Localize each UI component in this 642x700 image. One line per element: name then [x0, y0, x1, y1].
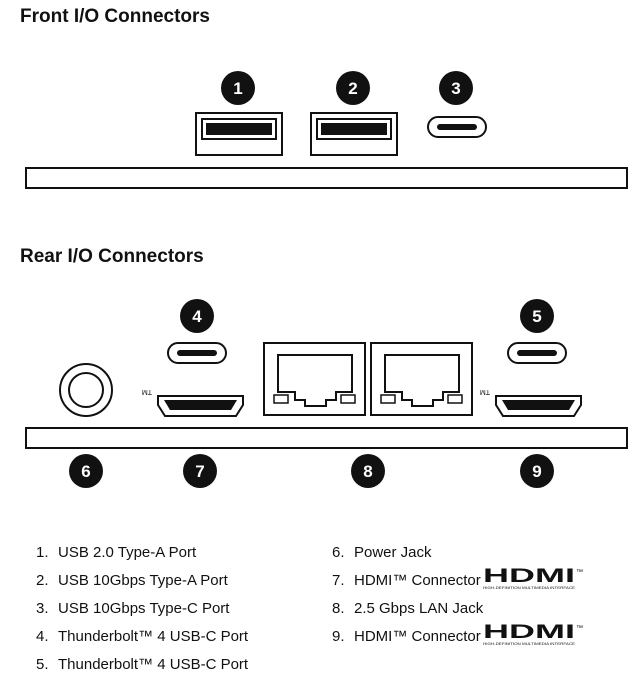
- badge-2: 2: [336, 71, 370, 105]
- front-panel-group: 1 2 3: [25, 71, 628, 189]
- svg-text:HDMI: HDMI: [483, 623, 575, 643]
- svg-text:1: 1: [233, 79, 242, 98]
- tm-mark: TM: [480, 388, 490, 395]
- legend-label: 2.5 Gbps LAN Jack: [354, 600, 484, 617]
- io-diagram: 1 2 3: [25, 71, 628, 488]
- legend-label: Thunderbolt™ 4 USB-C Port: [58, 628, 249, 645]
- legend-label: HDMI™ Connector: [354, 572, 481, 589]
- legend-label: USB 10Gbps Type-A Port: [58, 572, 228, 589]
- tm-mark: TM: [142, 388, 152, 395]
- rear-panel-bar: [25, 427, 628, 449]
- svg-text:HIGH-DEFINITION MULTIMEDIA INT: HIGH-DEFINITION MULTIMEDIA INTERFACE: [483, 641, 575, 646]
- svg-text:™: ™: [576, 569, 583, 576]
- legend-number: 9.: [332, 628, 345, 645]
- badge-3: 3: [439, 71, 473, 105]
- usb-c-port-icon: [427, 116, 487, 138]
- legend-item: 6. Power Jack: [332, 539, 585, 567]
- badge-6: 6: [69, 454, 103, 488]
- lan-jack-icon: [370, 342, 473, 416]
- legend-number: 5.: [36, 656, 49, 673]
- legend-number: 3.: [36, 600, 49, 617]
- badge-8: 8: [351, 454, 385, 488]
- hdmi-logo-icon: HDMI ™ HIGH-DEFINITION MULTIMEDIA INTERF…: [483, 623, 583, 646]
- svg-text:3: 3: [451, 79, 460, 98]
- svg-text:6: 6: [81, 462, 90, 481]
- svg-text:5: 5: [532, 307, 541, 326]
- svg-text:7: 7: [195, 462, 204, 481]
- legend-label: USB 2.0 Type-A Port: [58, 544, 197, 561]
- legend-item: 3. USB 10Gbps Type-C Port: [36, 595, 248, 623]
- thunderbolt-port-icon: [507, 342, 567, 364]
- power-jack-icon: [59, 363, 113, 417]
- legend-item: 8. 2.5 Gbps LAN Jack: [332, 595, 585, 623]
- badge-5: 5: [520, 299, 554, 333]
- hdmi-port-icon: TM: [142, 388, 244, 417]
- svg-text:8: 8: [363, 462, 372, 481]
- badge-1: 1: [221, 71, 255, 105]
- badge-9: 9: [520, 454, 554, 488]
- legend-number: 6.: [332, 544, 345, 561]
- legend-label: Power Jack: [354, 544, 432, 561]
- usb-a-port-icon: [195, 112, 283, 156]
- rear-panel-group: 4 5 TM TM: [25, 299, 628, 488]
- rear-io-title: Rear I/O Connectors: [20, 246, 204, 267]
- legend-item: 7. HDMI™ Connector HDMI ™ HIGH-DEFINITION…: [332, 567, 585, 595]
- legend-label: Thunderbolt™ 4 USB-C Port: [58, 656, 249, 673]
- legend-number: 8.: [332, 600, 345, 617]
- legend-number: 4.: [36, 628, 49, 645]
- legend-item: 2. USB 10Gbps Type-A Port: [36, 567, 248, 595]
- legend-number: 2.: [36, 572, 49, 589]
- legend-item: 5. Thunderbolt™ 4 USB-C Port: [36, 651, 248, 679]
- svg-text:HDMI: HDMI: [483, 567, 575, 587]
- legend-left-list: 1. USB 2.0 Type-A Port 2. USB 10Gbps Type-…: [36, 539, 248, 679]
- legend-item: 1. USB 2.0 Type-A Port: [36, 539, 248, 567]
- legend-number: 1.: [36, 544, 49, 561]
- front-io-title: Front I/O Connectors: [20, 6, 210, 27]
- svg-text:4: 4: [192, 307, 202, 326]
- legend-item: 4. Thunderbolt™ 4 USB-C Port: [36, 623, 248, 651]
- lan-jack-icon: [263, 342, 366, 416]
- svg-text:2: 2: [348, 79, 357, 98]
- svg-text:™: ™: [576, 625, 583, 632]
- svg-text:HIGH-DEFINITION MULTIMEDIA INT: HIGH-DEFINITION MULTIMEDIA INTERFACE: [483, 585, 575, 590]
- legend-label: HDMI™ Connector: [354, 628, 481, 645]
- legend-label: USB 10Gbps Type-C Port: [58, 600, 230, 617]
- hdmi-logo-icon: HDMI ™ HIGH-DEFINITION MULTIMEDIA INTERF…: [483, 567, 583, 590]
- usb-a-port-icon: [310, 112, 398, 156]
- svg-text:9: 9: [532, 462, 541, 481]
- legend-number: 7.: [332, 572, 345, 589]
- legend-right-list: 6. Power Jack 7. HDMI™ Connector HDMI ™ HI…: [332, 539, 585, 651]
- legend-item: 9. HDMI™ Connector HDMI ™ HIGH-DEFINITION…: [332, 623, 585, 651]
- front-panel-bar: [25, 167, 628, 189]
- badge-4: 4: [180, 299, 214, 333]
- hdmi-port-icon: TM: [480, 388, 582, 417]
- badge-7: 7: [183, 454, 217, 488]
- thunderbolt-port-icon: [167, 342, 227, 364]
